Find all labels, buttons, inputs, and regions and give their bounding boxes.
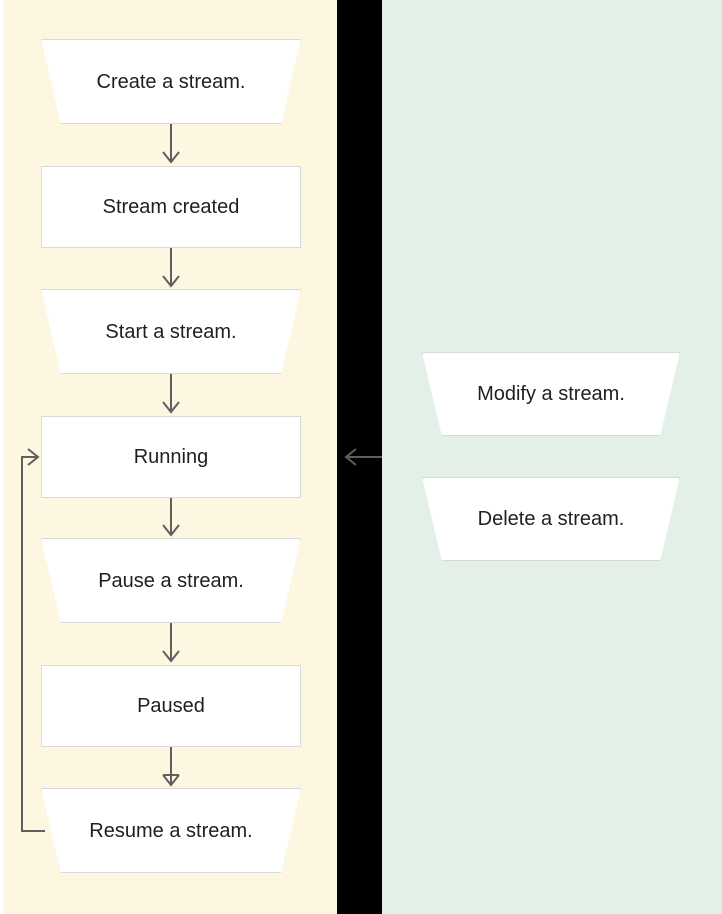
node-label: Pause a stream.	[98, 569, 244, 592]
operations-panel	[382, 0, 722, 914]
node-start-a-stream[interactable]: Start a stream.	[41, 289, 301, 374]
node-shape-trapezoid	[41, 538, 301, 623]
node-delete-a-stream[interactable]: Delete a stream.	[422, 477, 680, 561]
node-shape-trapezoid	[422, 352, 680, 436]
node-pause-a-stream[interactable]: Pause a stream.	[41, 538, 301, 623]
node-label: Running	[133, 446, 209, 468]
node-shape-trapezoid	[41, 788, 301, 873]
node-label: Paused	[137, 695, 205, 717]
node-create-a-stream[interactable]: Create a stream.	[41, 39, 301, 124]
node-label: Create a stream.	[96, 70, 246, 93]
node-modify-a-stream[interactable]: Modify a stream.	[422, 352, 680, 436]
node-shape-trapezoid	[422, 477, 680, 561]
node-label: Delete a stream.	[477, 508, 625, 530]
node-stream-created[interactable]: Stream created	[41, 166, 301, 248]
node-label: Resume a stream.	[89, 819, 253, 842]
node-shape-trapezoid	[41, 289, 301, 374]
node-shape-trapezoid	[41, 39, 301, 124]
node-resume-a-stream[interactable]: Resume a stream.	[41, 788, 301, 873]
node-label: Stream created	[102, 196, 240, 218]
node-running[interactable]: Running	[41, 416, 301, 498]
node-label: Start a stream.	[105, 320, 237, 343]
panel-divider	[337, 0, 382, 914]
node-paused[interactable]: Paused	[41, 665, 301, 747]
node-label: Modify a stream.	[477, 383, 625, 405]
